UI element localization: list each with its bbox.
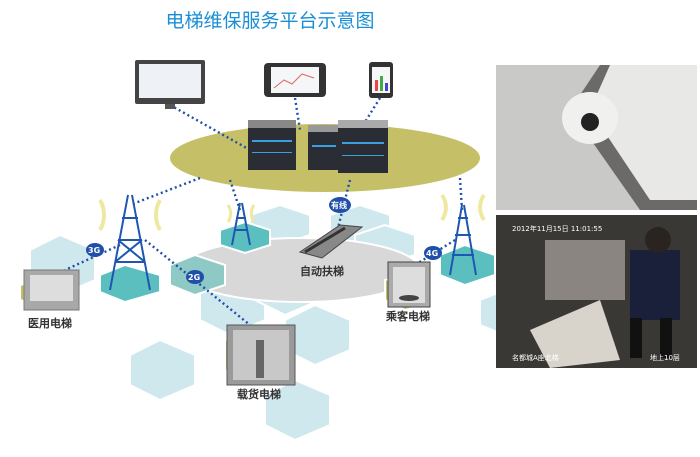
cctv-elevator-photo: 2012年11月15日 11:01:55 名都城A座北梯 地上10层 bbox=[496, 215, 697, 368]
cell-tower-icon bbox=[226, 202, 256, 246]
cell-tower-icon bbox=[440, 193, 486, 276]
badge-2g: 2G bbox=[186, 270, 204, 284]
svg-text:3G: 3G bbox=[88, 246, 100, 255]
dome-camera-photo bbox=[496, 65, 697, 210]
desktop-monitor-icon bbox=[135, 60, 205, 109]
diagram-title: 电梯维保服务平台示意图 bbox=[165, 10, 375, 32]
svg-text:有线: 有线 bbox=[331, 200, 347, 210]
label-passenger-elevator: 乘客电梯 bbox=[385, 309, 430, 323]
cctv-timestamp: 2012年11月15日 11:01:55 bbox=[512, 224, 602, 233]
svg-text:4G: 4G bbox=[426, 249, 438, 258]
label-medical-elevator: 医用电梯 bbox=[28, 316, 72, 330]
cctv-floor: 地上10层 bbox=[650, 353, 680, 362]
badge-4g: 4G bbox=[424, 246, 442, 260]
cell-tower-icon bbox=[98, 194, 162, 291]
escalator-icon bbox=[298, 224, 364, 259]
svg-text:2G: 2G bbox=[188, 273, 200, 282]
label-freight-elevator: 载货电梯 bbox=[237, 387, 281, 401]
passenger-elevator-icon bbox=[387, 261, 431, 308]
badge-3g: 3G bbox=[86, 243, 104, 257]
medical-elevator-icon bbox=[23, 269, 80, 311]
label-escalator: 自动扶梯 bbox=[300, 264, 344, 278]
server-cluster-icon bbox=[248, 120, 388, 173]
freight-elevator-icon bbox=[226, 324, 296, 386]
cctv-location: 名都城A座北梯 bbox=[512, 353, 559, 362]
badge-wired: 有线 bbox=[329, 197, 351, 213]
smartphone-icon bbox=[369, 62, 393, 98]
tablet-icon bbox=[264, 63, 326, 97]
